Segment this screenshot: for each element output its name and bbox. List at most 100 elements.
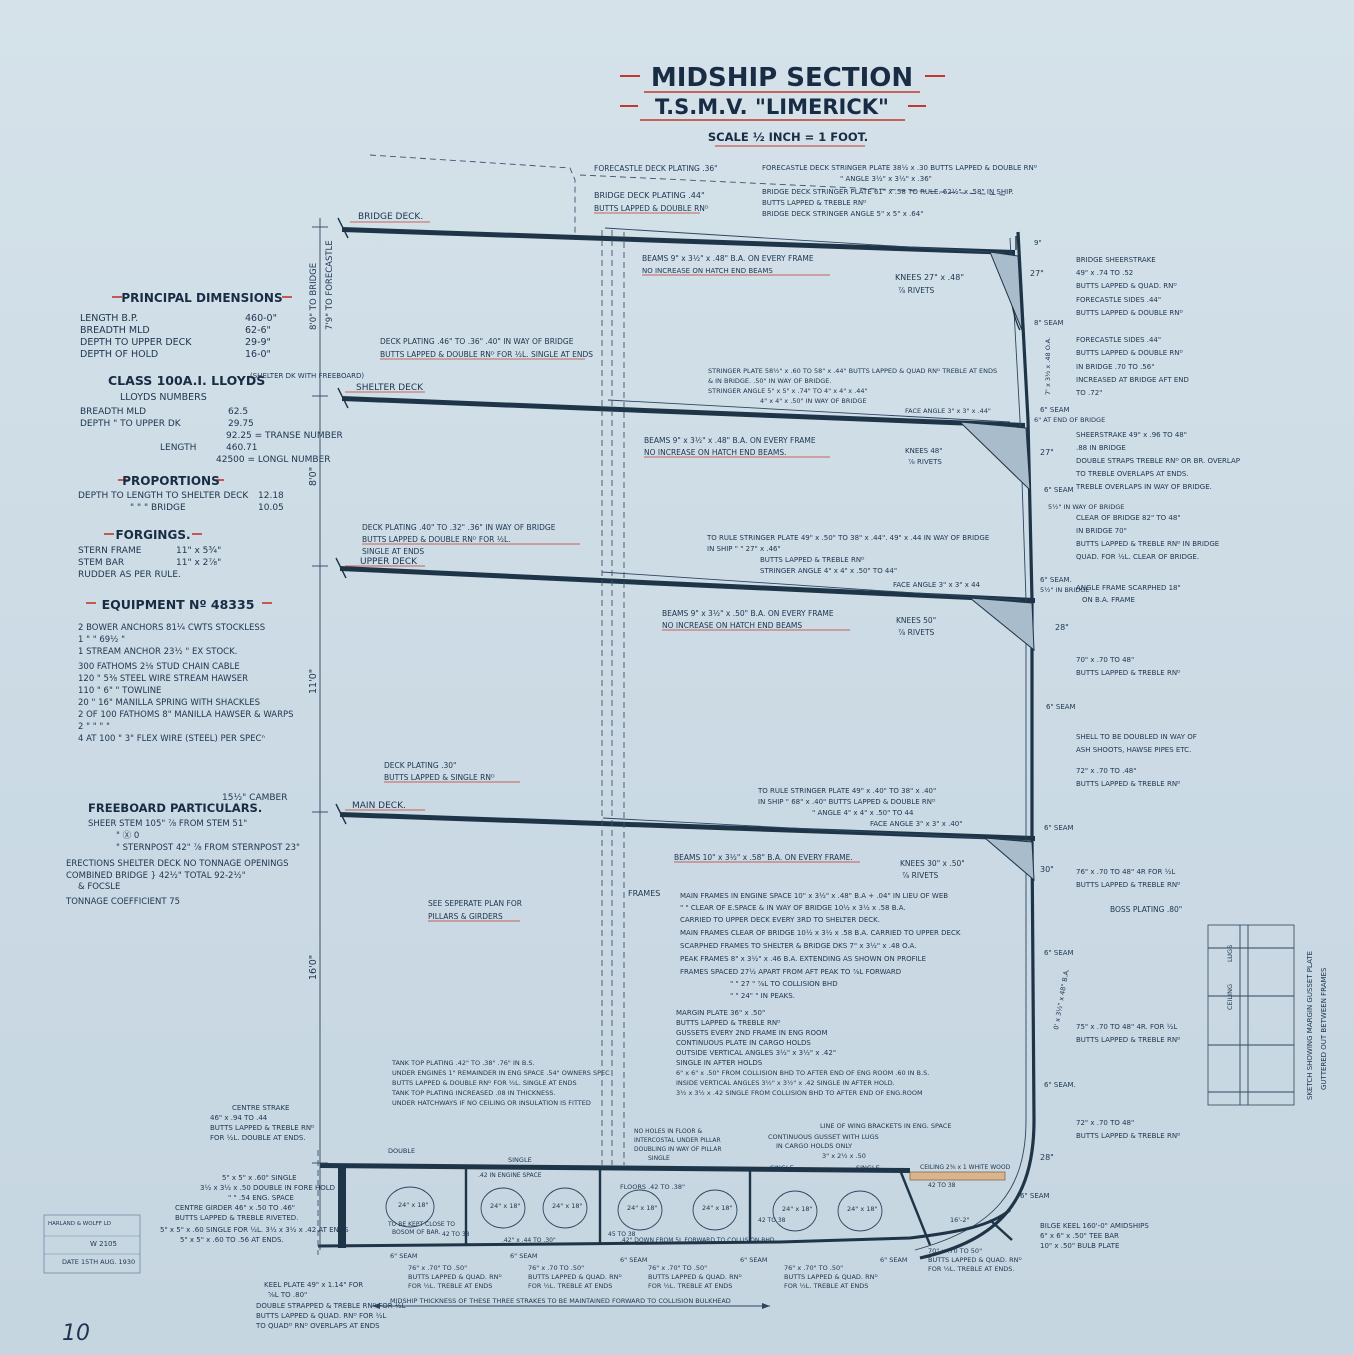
girder-dim: 45 TO 38 — [608, 1231, 636, 1238]
proportion-label: " " " BRIDGE — [130, 503, 186, 513]
side-shell-note: BUTTS LAPPED & QUAD. RNᴰ — [1076, 282, 1177, 290]
freeboard-row: SHEER STEM 105" ⅞ FROM STEM 51" — [88, 819, 247, 829]
seam-label: 6" SEAM. — [1044, 1081, 1076, 1089]
note: NO HOLES IN FLOOR & — [634, 1128, 702, 1135]
margin-row: SINGLE IN AFTER HOLDS — [676, 1059, 763, 1067]
side-shell-note: TO TREBLE OVERLAPS AT ENDS. — [1075, 470, 1189, 478]
frames-row: " " CLEAR OF E.SPACE & IN WAY OF BRIDGE … — [680, 904, 906, 912]
bridge-deck-label: BRIDGE DECK. — [358, 212, 423, 222]
tank-top-notes: TANK TOP PLATING .42" TO .38" .76" IN B.… — [391, 1059, 610, 1107]
sketch-caption-1: SKETCH SHOWING MARGIN GUSSET PLATE — [1306, 951, 1314, 1100]
strake-note: BUTTS LAPPED & QUAD. RNᴰ — [528, 1273, 622, 1281]
margin-row: INSIDE VERTICAL ANGLES 3½" x 3½" x .42 S… — [676, 1079, 895, 1087]
class-row-value: 62.5 — [228, 407, 248, 417]
side-shell-note: FORECASTLE SIDES .44" — [1076, 296, 1161, 304]
dim-label: LENGTH B.P. — [80, 313, 138, 324]
upper-deck-plating — [340, 566, 1035, 603]
class-heading: CLASS 100A.I. LLOYDS — [108, 373, 265, 388]
note: FACE ANGLE 3" x 3" x .40" — [870, 820, 962, 828]
frames-row: MAIN FRAMES CLEAR OF BRIDGE 10½ x 3½ x .… — [680, 929, 961, 937]
height-shelter-upper: 8'0" — [308, 467, 319, 486]
floor-dim: 24" x 18" — [627, 1204, 658, 1212]
note: 46" x .94 TO .44 — [210, 1114, 268, 1122]
note: PILLARS & GIRDERS — [428, 912, 503, 921]
note: DECK PLATING .40" TO .32" .36" IN WAY OF… — [362, 523, 556, 532]
strake-note: 76" x .70 TO .50" — [528, 1264, 584, 1272]
note: BEAMS 9" x 3½" x .48" B.A. ON EVERY FRAM… — [644, 436, 816, 445]
freeboard-row: & FOCSLE — [78, 882, 120, 892]
seam-label: 6" SEAM — [1040, 406, 1070, 414]
seam-label: 6" SEAM — [880, 1256, 907, 1264]
frames-row: SCARPHED FRAMES TO SHELTER & BRIDGE DKS … — [680, 942, 916, 950]
stamp-line: DATE 15TH AUG. 1930 — [62, 1258, 135, 1266]
height-to-forecastle: 7'9" TO FORECASTLE — [325, 240, 335, 330]
frame-dim: 28" — [1055, 623, 1069, 632]
bilge-radius-2: 42 TO 38 — [928, 1182, 956, 1189]
approval-stamp: HARLAND & WOLFF LD W 2105 DATE 15TH AUG.… — [43, 1214, 141, 1274]
seam-label: 6" SEAM — [1044, 949, 1074, 957]
tanktop-row: TANK TOP PLATING INCREASED .08 IN THICKN… — [391, 1089, 555, 1097]
floor-dim: 24" x 18" — [847, 1205, 878, 1213]
note: INTERCOSTAL UNDER PILLAR — [634, 1137, 721, 1144]
frame-span: 7' x 3½ x .48 O.A. — [1044, 337, 1052, 395]
height-upper-main: 11'0" — [308, 669, 319, 694]
frames-label: FRAMES — [628, 889, 660, 898]
note: " " .54 ENG. SPACE — [228, 1194, 294, 1202]
note: TO BE KEPT CLOSE TO — [387, 1221, 455, 1228]
side-shell-note: BUTTS LAPPED & TREBLE RNᴰ — [1076, 881, 1181, 889]
side-shell-note: 49" x .74 TO .52 — [1076, 269, 1133, 277]
note: STRINGER ANGLE 5" x 5" x .74" TO 4" x 4"… — [708, 387, 868, 395]
note: CEILING 2⅜ x 1 WHITE WOOD — [920, 1164, 1011, 1171]
note: SINGLE — [508, 1156, 532, 1164]
height-to-bridge: 8'0" TO BRIDGE — [309, 263, 319, 330]
note: BUTTS LAPPED & DOUBLE RNᴰ — [594, 204, 709, 213]
side-shell-note: CLEAR OF BRIDGE 82" TO 48" — [1076, 514, 1181, 522]
side-shell-note: BUTTS LAPPED & TREBLE RNᴰ IN BRIDGE — [1076, 540, 1219, 548]
seam-label: 6" SEAM — [390, 1252, 417, 1260]
dim-label: DEPTH TO UPPER DECK — [80, 337, 192, 348]
keel-note: ⅝L TO .80" — [268, 1291, 307, 1299]
seam-label: 6" SEAM — [1020, 1192, 1050, 1200]
sketch-ceiling: CEILING — [1226, 984, 1234, 1010]
strake-note: 76" x .70" TO .50" — [408, 1264, 467, 1272]
boss-plating: BOSS PLATING .80" — [1110, 905, 1182, 914]
strake-note: BUTTS LAPPED & QUAD. RNᴰ — [928, 1256, 1022, 1264]
proportion-value: 12.18 — [258, 491, 284, 501]
note: TO RULE STRINGER PLATE 49" x .40" TO 38"… — [757, 787, 936, 795]
strake-note: 76" x .70" TO .50" — [648, 1264, 707, 1272]
principal-dimensions-rows: LENGTH B.P. 460-0" BREADTH MLD 62-6" DEP… — [80, 313, 277, 360]
keel-note: TO QUADᴰ RNᴰ OVERLAPS AT ENDS — [255, 1322, 380, 1330]
freeboard-row: TONNAGE COEFFICIENT 75 — [65, 897, 180, 907]
proportion-label: DEPTH TO LENGTH TO SHELTER DECK — [78, 491, 249, 501]
margin-gusset-sketch: BOSS PLATING .80" CEILING LUGS SKETCH SH… — [1110, 905, 1328, 1106]
tanktop-row: UNDER ENGINES 1" REMAINDER IN ENG SPACE … — [392, 1069, 610, 1077]
side-shell-note: BUTTS LAPPED & TREBLE RNᴰ — [1076, 669, 1181, 677]
principal-dimensions-heading: PRINCIPAL DIMENSIONS — [121, 291, 282, 305]
seam-label: 6" SEAM — [1044, 486, 1074, 494]
note: BOSOM OF BAR. — [392, 1229, 441, 1236]
margin-row: BUTTS LAPPED & TREBLE RNᴰ — [676, 1019, 781, 1027]
margin-row: OUTSIDE VERTICAL ANGLES 3½" x 3½" x .42" — [676, 1049, 836, 1057]
class-row-label: DEPTH " TO UPPER DK — [80, 419, 182, 429]
side-shell-note: BUTTS LAPPED & DOUBLE RNᴰ — [1076, 349, 1184, 357]
forging-label: RUDDER AS PER RULE. — [78, 570, 181, 580]
forging-label: STERN FRAME — [78, 546, 142, 556]
side-shell-note: TREBLE OVERLAPS IN WAY OF BRIDGE. — [1075, 483, 1212, 491]
note: ⅞ RIVETS — [898, 286, 935, 295]
dim-value: 62-6" — [245, 325, 271, 336]
note: FORECASTLE DECK PLATING .36" — [594, 164, 718, 173]
dim-label: BREADTH MLD — [80, 325, 150, 336]
tanktop-row: TANK TOP PLATING .42" TO .38" .76" IN B.… — [391, 1059, 535, 1067]
note: KNEES 27" x .48" — [895, 273, 964, 282]
knee-main — [983, 837, 1035, 882]
hull-structure — [317, 154, 1036, 1260]
stamp-line: HARLAND & WOLFF LD — [48, 1221, 111, 1227]
note: SEE SEPERATE PLAN FOR — [428, 899, 522, 908]
note: DOUBLING IN WAY OF PILLAR — [634, 1146, 722, 1153]
frames-row: " " 24" " IN PEAKS. — [730, 992, 795, 1000]
seam-label: 6" SEAM. — [1040, 576, 1072, 584]
note: BILGE KEEL 160'-0" AMIDSHIPS — [1040, 1222, 1149, 1230]
floor-lightening-holes — [385, 1186, 883, 1232]
seam-label: 6" AT END OF BRIDGE — [1034, 416, 1105, 424]
